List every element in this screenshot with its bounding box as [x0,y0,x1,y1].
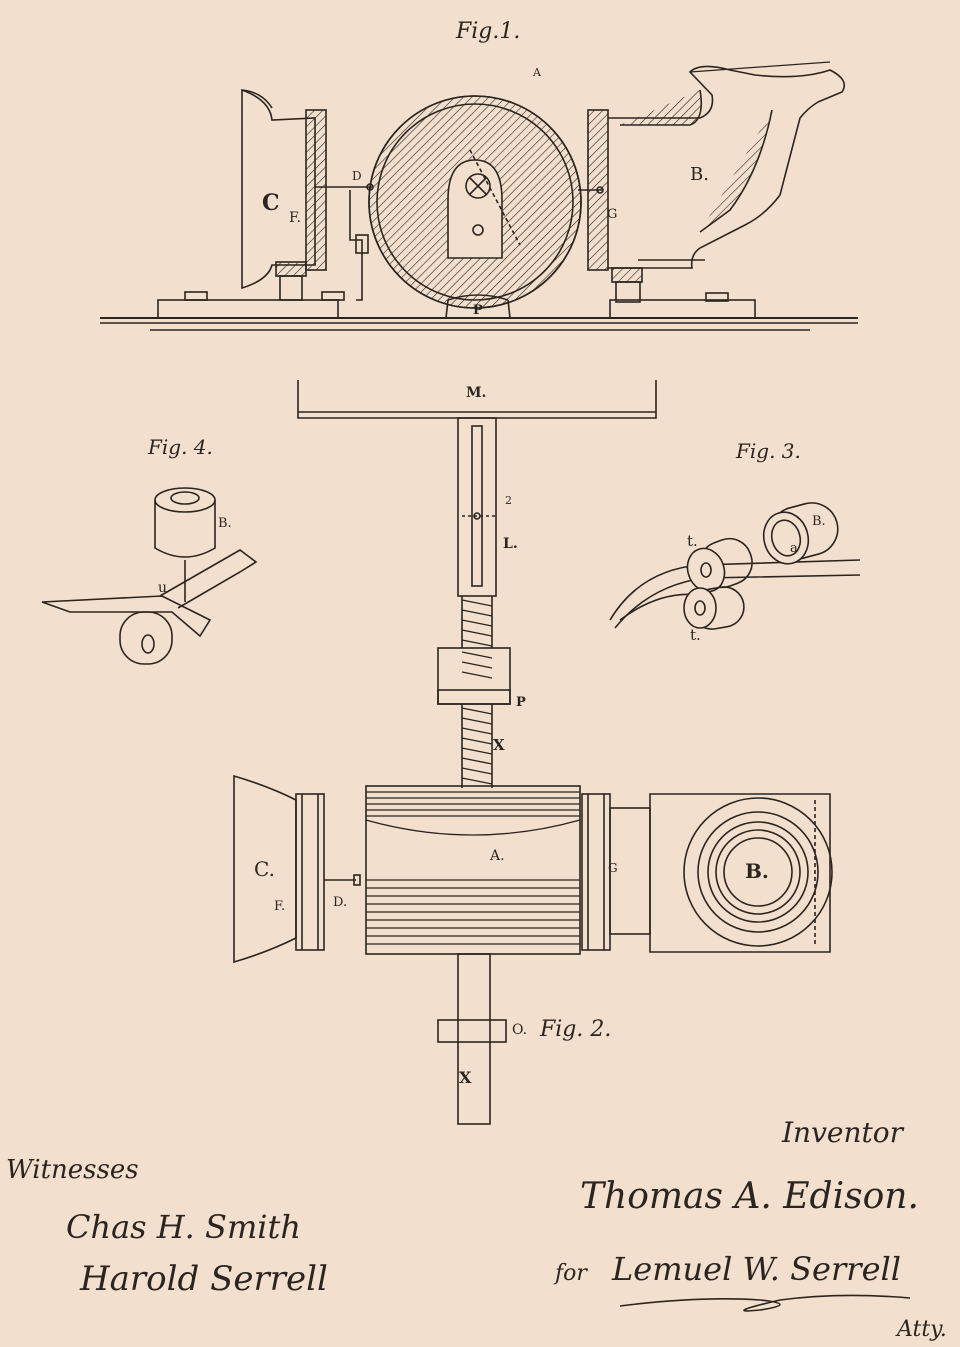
label-b-fig2: B. [745,859,769,883]
fig2-drawing [233,774,833,1125]
label-d-fig1: D [352,169,362,183]
label-g-fig1: G [607,207,617,222]
label-a-fig3: a [790,541,798,556]
label-b-fig1: B. [690,164,709,185]
witnesses-heading: Witnesses [6,1155,139,1185]
inventor-signature: Thomas A. Edison. [580,1176,919,1217]
label-m: M. [466,385,486,401]
label-l: L. [503,536,518,552]
fig1-drawing [100,61,858,331]
label-b-fig3: B. [812,514,826,529]
label-t-top: t. [687,532,698,550]
label-a-fig2: A. [489,848,505,864]
witness-1-signature: Chas H. Smith [66,1208,301,1246]
fig3-drawing [609,502,861,630]
atty-text: Atty. [895,1317,947,1342]
attorney-flourish [619,1294,911,1312]
screw-assembly [297,380,657,788]
label-f-fig1: F. [289,210,301,226]
label-b-fig4: B. [218,516,232,531]
label-c-fig1: C [262,190,280,216]
label-o: O. [512,1022,527,1038]
fig4-caption: Fig. 4. [147,435,213,459]
fig2-caption: Fig. 2. [539,1017,611,1042]
label-c-fig2: C. [254,857,275,881]
fig1-caption: Fig.1. [455,19,520,44]
label-x-shaft: X [459,1068,472,1087]
label-u: u [158,580,167,596]
attorney-signature: Lemuel W. Serrell [611,1250,901,1288]
label-g-fig2: G [608,861,618,875]
label-p-fig1: P [473,303,483,318]
fig3-caption: Fig. 3. [735,439,801,463]
label-f-fig2: F. [274,899,285,914]
label-d-fig2: D. [333,895,347,910]
label-two: 2 [505,494,512,507]
for-text: for [553,1261,588,1286]
label-p-nut: P [516,695,526,710]
label-x-screw: X [493,736,505,754]
label-a-small: A [532,66,542,79]
label-t-bottom: t. [690,626,701,644]
inventor-heading: Inventor [781,1116,905,1149]
witness-2-signature: Harold Serrell [79,1259,328,1299]
fig4-drawing [41,487,258,665]
